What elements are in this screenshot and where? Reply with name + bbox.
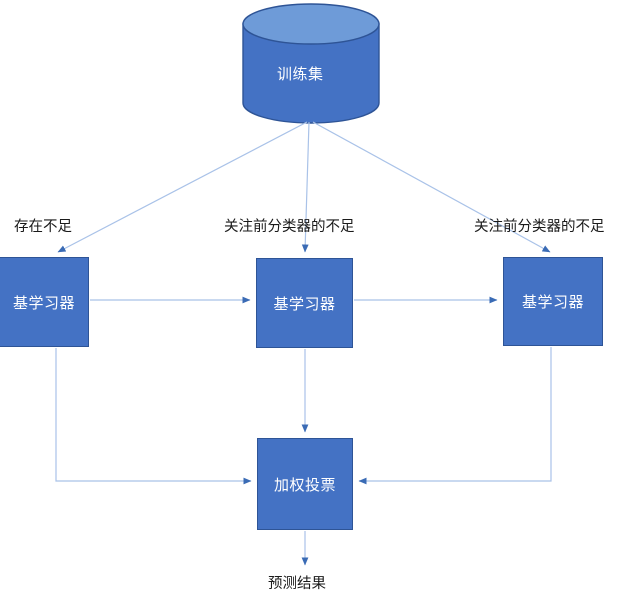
edge-source-to-learner-1 — [57, 121, 308, 253]
base-learner-1-node[interactable]: 基学习器 — [0, 257, 89, 347]
edge-learner-1-to-vote — [55, 348, 252, 485]
training-set-label: 训练集 — [277, 66, 324, 83]
edge-label-right: 关注前分类器的不足 — [474, 219, 605, 235]
edge-label-middle: 关注前分类器的不足 — [224, 219, 355, 235]
weighted-vote-node[interactable]: 加权投票 — [257, 438, 353, 530]
edge-source-to-learner-3 — [312, 121, 551, 253]
base-learner-2-node[interactable]: 基学习器 — [256, 258, 353, 348]
weighted-vote-label: 加权投票 — [273, 476, 336, 494]
base-learner-3-node[interactable]: 基学习器 — [503, 257, 603, 346]
edge-label-left: 存在不足 — [14, 219, 72, 235]
prediction-result-label: 预测结果 — [268, 576, 326, 592]
edge-source-to-learner-2 — [301, 121, 310, 253]
training-set-cylinder — [242, 3, 380, 124]
base-learner-1-label: 基学习器 — [12, 294, 75, 312]
base-learner-2-label: 基学习器 — [273, 295, 336, 313]
base-learner-3-label: 基学习器 — [521, 294, 584, 311]
edge-learner-3-to-vote — [358, 347, 552, 485]
